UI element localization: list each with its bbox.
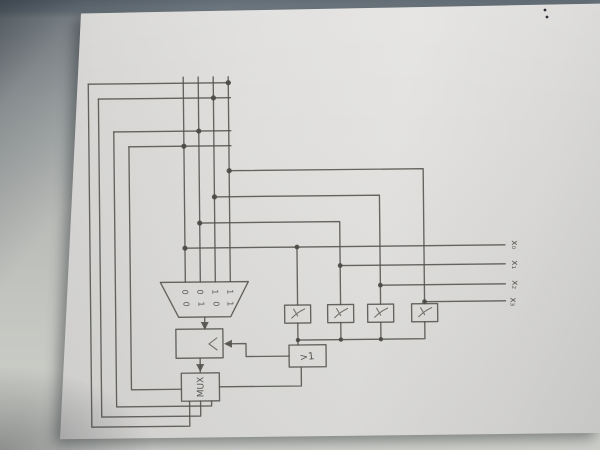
- or-gate-label: >1: [299, 351, 315, 364]
- output-line-x1: [339, 263, 506, 267]
- ink-marks: [543, 8, 549, 19]
- gate-slash-icon: [418, 307, 433, 318]
- or-gate-box: [288, 344, 327, 368]
- tap-line-1: [228, 168, 426, 305]
- output-label-x3: x₃: [508, 297, 518, 306]
- output-line-x2: [379, 283, 507, 286]
- mux-bit: 1: [225, 289, 234, 294]
- mux-select-codes: 0 0 1 1 0 1 0 1: [180, 289, 234, 307]
- output-labels: x₀ x₁ x₂ x₃: [508, 240, 520, 306]
- output-label-x2: x₂: [509, 280, 519, 289]
- gate-boxes: [283, 302, 439, 324]
- arrowhead-muxbox-top: [196, 364, 205, 373]
- feedback-wire-4: [128, 146, 183, 391]
- feedback-wire-3: [113, 131, 213, 408]
- arrowhead-register-clock: [223, 339, 233, 348]
- mux-input-verticals: [182, 76, 232, 283]
- mux-box: [180, 372, 221, 402]
- mux-bit: 1: [226, 301, 235, 306]
- register-box: [175, 328, 224, 359]
- output-line-x3: [423, 300, 507, 303]
- mux-bit: 0: [182, 302, 191, 307]
- junction-dots: [181, 80, 427, 343]
- gate-slash-icon: [334, 307, 349, 319]
- gate-box-2: [326, 303, 355, 324]
- mux-trapezoid: [159, 280, 250, 318]
- clock-chevron-icon: [208, 337, 218, 351]
- output-label-x1: x₁: [509, 260, 519, 269]
- tap-line-2: [213, 194, 382, 305]
- mux-box-label: MUX: [196, 377, 206, 398]
- feedback-wire-1: [87, 83, 191, 428]
- muxbox-to-orgate-wire: [218, 366, 303, 388]
- collector-lines: [297, 321, 426, 346]
- gate-slash-icon: [291, 308, 306, 319]
- tap-line-3: [199, 220, 342, 306]
- mux-bit: 1: [197, 301, 206, 306]
- gate-slash-icon: [374, 307, 389, 318]
- top-bus-lines: [87, 82, 232, 148]
- gate-box-4: [410, 302, 439, 323]
- gate-box-1: [283, 304, 312, 324]
- mux-bit: 1: [210, 289, 219, 294]
- tap-line-4: [184, 246, 299, 306]
- mux-bit: 0: [195, 289, 204, 294]
- mux-bit: 0: [180, 290, 189, 295]
- orgate-to-register-wire: [226, 342, 290, 358]
- pencil-drawing: 0 0 1 1 0 1 0 1 MUX >1: [87, 76, 520, 428]
- gate-box-3: [366, 303, 395, 323]
- output-line-x0: [296, 244, 506, 248]
- mux-bit: 0: [212, 301, 221, 306]
- arrowhead-register-top: [200, 321, 209, 331]
- feedback-wire-2: [97, 98, 202, 418]
- output-label-x0: x₀: [509, 240, 519, 249]
